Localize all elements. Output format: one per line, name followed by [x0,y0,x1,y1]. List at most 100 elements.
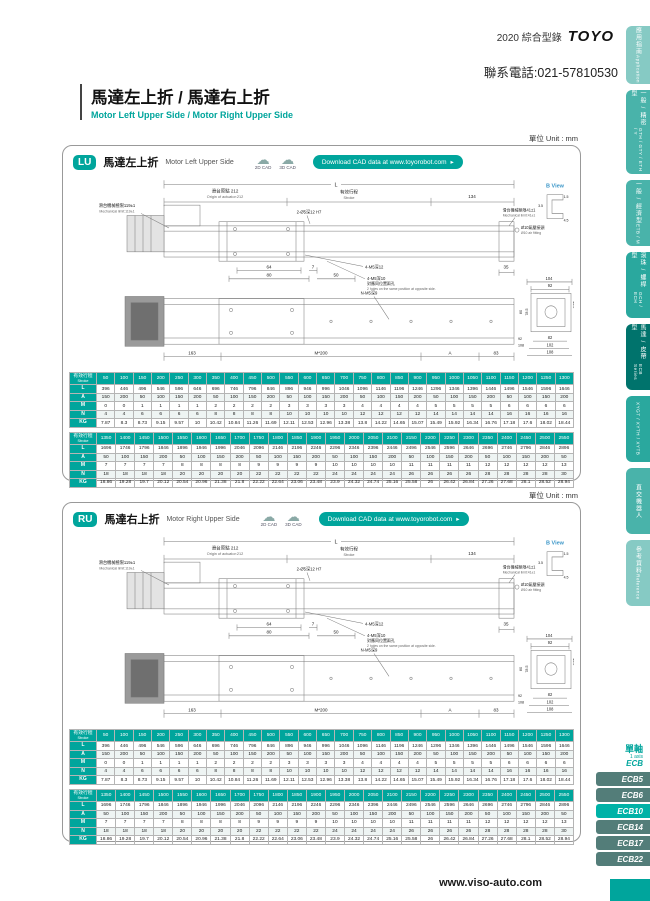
ecb-item-ecb5[interactable]: ECB5 [596,772,650,787]
cell: 21.38 [210,835,231,845]
cell: 26 [401,826,422,837]
cell: 846 [261,741,281,751]
cell: 646 [187,384,208,394]
cell: 20.12 [153,478,174,488]
cell: 11 [401,461,422,471]
sidebar-tab-xygt-xyth-xytb[interactable]: XYGT / XYTH / XYTB [626,396,650,462]
stroke-value-header: 700 [334,371,354,386]
cell: 2146 [267,444,288,454]
stroke-value-header: 100 [114,371,134,386]
svg-text:108: 108 [518,700,524,704]
cad-2d-icon[interactable]: ☁2D CAD [255,153,272,171]
cell: 100 [297,392,318,403]
cell: 27.68 [496,478,517,488]
cell: 8 [261,766,281,777]
cad-3d-icon[interactable]: ☁3D CAD [279,153,296,171]
cell: 200 [334,749,354,760]
cell: 6 [517,758,538,768]
cell: 22 [267,826,288,837]
cell: 26 [420,835,441,845]
cell: 2196 [286,801,307,811]
cell: 19.7 [134,478,155,488]
cell: 6 [169,766,189,777]
cell: 150 [242,749,263,760]
cell: 18 [115,826,136,837]
cell: 50 [477,452,498,463]
cell: 2596 [439,801,460,811]
cell: 18 [153,826,174,837]
svg-text:78.5: 78.5 [525,308,529,315]
cell: 2 [261,401,281,411]
cell: 7 [134,818,155,828]
stroke-value-header: 1750 [248,431,269,446]
sidebar-tab-直交機器人[interactable]: 直交機器人 [626,468,650,534]
cad-2d-label: 2D CAD [254,165,272,171]
cell: 14.22 [371,775,391,785]
download-cad-label: Download CAD data at www.toyorobot.com [327,516,453,523]
ecb-item-ecb14[interactable]: ECB14 [596,820,650,835]
svg-text:Ø10氣壓接頭: Ø10氣壓接頭 [521,224,544,230]
svg-text:B View: B View [546,183,565,189]
cell: 20 [229,826,250,837]
cell: 546 [151,384,171,394]
cell: 8 [210,818,231,828]
cell: 2596 [439,444,460,454]
stroke-value-header: 1450 [134,788,155,803]
cell: 18 [95,469,117,480]
svg-text:N-M5深9: N-M5深9 [361,646,378,653]
cell: 20.96 [191,478,212,488]
cell: 1046 [334,741,354,751]
cell: 15.49 [426,775,446,785]
cell: 10 [316,409,336,420]
cad-2d-icon[interactable]: ☁2D CAD [261,510,278,528]
cell: 200 [187,392,208,403]
stroke-value-header: 1050 [462,371,483,386]
cell: 2396 [363,801,384,811]
cell: 9 [305,818,326,828]
cell: 14.22 [371,418,391,428]
cell: 10.84 [224,418,244,428]
cell: 12 [534,818,555,828]
cell: 696 [206,741,226,751]
cell: 16 [554,409,575,420]
cell: 7 [95,461,117,471]
ecb-item-ecb6[interactable]: ECB6 [596,788,650,803]
cad-3d-icon[interactable]: ☁3D CAD [285,510,302,528]
ecb-item-ecb22[interactable]: ECB22 [596,852,650,867]
cell: 1996 [210,444,231,454]
ecb-item-ecb17[interactable]: ECB17 [596,836,650,851]
cell: 2 [242,758,263,768]
cell: 6 [132,766,153,777]
download-cad-button[interactable]: Download CAD data at www.toyorobot.com▸ [312,155,463,169]
cell: 10 [344,461,365,471]
tab-label-en: GTH / GTY / ETH / Y [633,127,643,172]
cell: 28 [496,826,517,837]
svg-text:108: 108 [547,349,554,354]
cell: 3 [279,401,299,411]
svg-text:104: 104 [546,276,553,281]
svg-text:7: 7 [312,264,315,269]
cell: 24 [382,469,403,480]
cell: 12.53 [297,418,318,428]
cell: 50 [324,452,346,463]
cell: 200 [229,809,250,820]
ecb-item-ecb10[interactable]: ECB10 [596,804,650,819]
svg-text:60: 60 [519,310,523,314]
svg-text:92: 92 [548,640,553,645]
download-cad-button[interactable]: Download CAD data at www.toyorobot.com▸ [318,512,469,526]
cell: 23.48 [305,478,326,488]
cell: 1346 [444,741,464,751]
stroke-value-header: 100 [114,728,134,743]
svg-text:4.5: 4.5 [564,219,569,223]
stroke-value-header: 1350 [95,431,117,446]
tab-label-en: XYGT / XYTH / XYTB [635,402,641,456]
cell: 14.65 [389,775,409,785]
cell: 30 [553,826,575,837]
